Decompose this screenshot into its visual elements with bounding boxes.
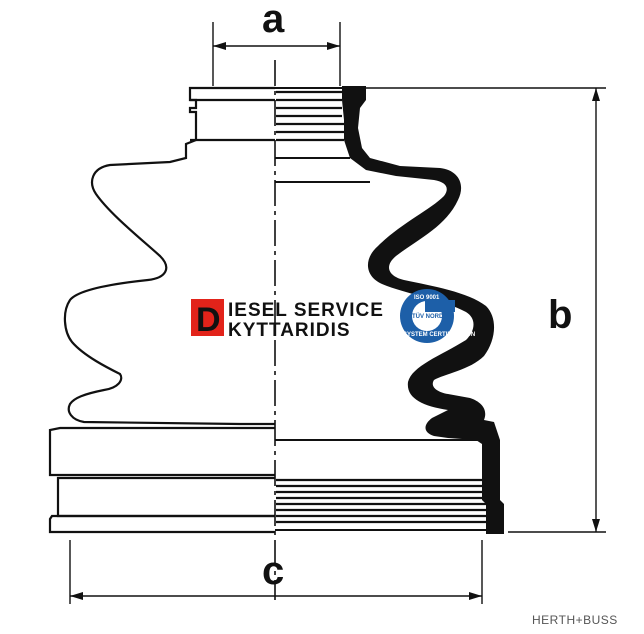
bottom-grooves (276, 478, 486, 524)
dimension-b (366, 87, 606, 533)
badge-bottom-text: SYSTEM CERTIFICATION (403, 332, 475, 338)
logo-line-1: IESEL SERVICE (228, 300, 384, 321)
dimension-a (212, 22, 341, 86)
tuv-certification-badge: ISO 9001 TÜV NORD SYSTEM CERTIFICATION (400, 289, 475, 343)
boot-section (275, 86, 504, 534)
dimension-b-label: b (548, 293, 572, 337)
boot-exterior-outline (48, 86, 275, 534)
badge-top-text: ISO 9001 (414, 295, 440, 301)
dimension-c-label: c (262, 549, 284, 593)
diesel-service-logo: D IESEL SERVICE KYTTARIDIS (191, 299, 384, 341)
top-grooves (276, 90, 344, 142)
brand-label: HERTH+BUSS (532, 613, 618, 627)
dimension-c (69, 540, 483, 604)
dimension-a-label: a (262, 0, 285, 41)
logo-line-2: KYTTARIDIS (228, 320, 351, 341)
boot-wall-section (342, 86, 504, 534)
logo-initial: D (196, 301, 221, 339)
badge-mid-text: TÜV NORD (412, 313, 444, 320)
logo-red-block (191, 299, 224, 336)
